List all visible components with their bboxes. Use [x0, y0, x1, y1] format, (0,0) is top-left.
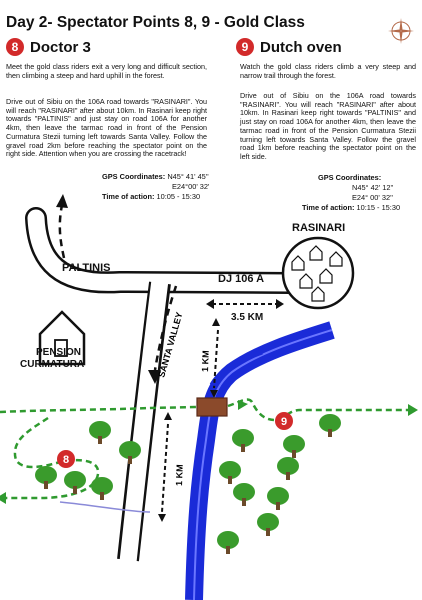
- section-9-time-label: Time of action:: [302, 203, 355, 212]
- label-pension: PENSION: [36, 347, 82, 358]
- tree-icon: [119, 441, 141, 464]
- road-santa-valley: [117, 278, 171, 563]
- direction-arrow-paltinis: [58, 204, 66, 259]
- distance-arrow-1km-lower: [158, 412, 172, 522]
- tree-icon: [283, 435, 305, 458]
- rasinari-village-icon: [281, 236, 355, 310]
- road-paltinis: [25, 207, 301, 294]
- tree-icon: [91, 477, 113, 500]
- page-title: Day 2- Spectator Points 8, 9 - Gold Clas…: [6, 14, 305, 31]
- route-map: 8 9 SANTA VALLEY 1 KM 1 KM: [0, 194, 418, 600]
- tree-icon: [219, 461, 241, 484]
- spectator-point-8-badge: 8: [6, 38, 24, 56]
- marker-spectator-point-9: 9: [275, 412, 293, 430]
- tree-icon: [35, 466, 57, 489]
- label-rasinari: RASINARI: [292, 222, 346, 234]
- marker-8-label: 8: [63, 454, 69, 466]
- label-1km-lower: 1 KM: [174, 464, 185, 486]
- marker-spectator-point-8: 8: [57, 450, 75, 468]
- compass-icon: [388, 18, 414, 44]
- trail-arrow-bridge: [238, 400, 248, 410]
- section-8-time-value: 10:05 - 15:30: [156, 192, 201, 201]
- label-distance-3-5km: 3.5 KM: [231, 312, 264, 323]
- section-8-time-label: Time of action:: [102, 192, 155, 201]
- section-9-gps-label: GPS Coordinates:: [318, 173, 382, 182]
- section-8-gps-e: E24°00' 32': [172, 182, 210, 191]
- label-1km-upper: 1 KM: [200, 350, 211, 372]
- section-8-gps: GPS Coordinates: N45° 41' 45'': [102, 172, 209, 182]
- spectator-point-9-badge: 9: [236, 38, 254, 56]
- section-8-directions: Drive out of Sibiu on the 106A road towa…: [6, 97, 207, 159]
- section-9-intro: Watch the gold class riders climb a very…: [240, 62, 416, 80]
- trail-arrow-right: [408, 404, 418, 416]
- tree-icon: [64, 471, 86, 494]
- tree-icon: [277, 457, 299, 480]
- trail-arrow-left: [0, 492, 6, 504]
- distance-arrow-road: [206, 299, 284, 309]
- marker-9-label: 9: [281, 416, 287, 428]
- section-9-directions: Drive out of Sibiu on the 106A road towa…: [240, 91, 416, 161]
- tree-icon: [89, 421, 111, 444]
- distance-arrow-1km-upper: [210, 318, 220, 398]
- section-9-time-value: 10:15 - 15:30: [356, 203, 401, 212]
- section-9-header: 9 Dutch oven: [236, 38, 342, 56]
- section-8-intro: Meet the gold class riders exit a very l…: [6, 62, 207, 80]
- section-8-time: Time of action: 10:05 - 15:30: [102, 192, 200, 202]
- label-paltinis: PALTINIS: [62, 262, 111, 274]
- section-9-time: Time of action: 10:15 - 15:30: [302, 203, 400, 213]
- tree-icon: [233, 483, 255, 506]
- label-road-dj106a: DJ 106 A: [218, 273, 265, 285]
- direction-arrow-santa-valley: [153, 285, 178, 371]
- pension-house-icon: [38, 310, 86, 366]
- section-8-title: Doctor 3: [30, 38, 91, 56]
- track-line: [59, 501, 151, 513]
- tree-icon: [257, 513, 279, 536]
- section-8-header: 8 Doctor 3: [6, 38, 91, 56]
- bridge-icon: [196, 397, 228, 417]
- section-9-gps-e: E24° 00' 32'': [352, 193, 393, 202]
- tree-icon: [267, 487, 289, 510]
- tree-icon: [232, 429, 254, 452]
- arrow-head-paltinis: [56, 194, 68, 208]
- tree-icon: [319, 414, 341, 437]
- label-curmatura: CURMATURA: [20, 359, 85, 370]
- tree-icon: [217, 531, 239, 554]
- trees: [35, 414, 341, 554]
- section-9-title: Dutch oven: [260, 38, 342, 56]
- section-9-gps-n: N45° 42' 12'': [352, 183, 394, 192]
- river: [185, 321, 335, 600]
- section-9-gps: GPS Coordinates:: [318, 173, 381, 183]
- section-8-gps-n: N45° 41' 45'': [167, 172, 209, 181]
- section-8-gps-label: GPS Coordinates:: [102, 172, 166, 181]
- arrow-head-santa-valley: [148, 370, 161, 384]
